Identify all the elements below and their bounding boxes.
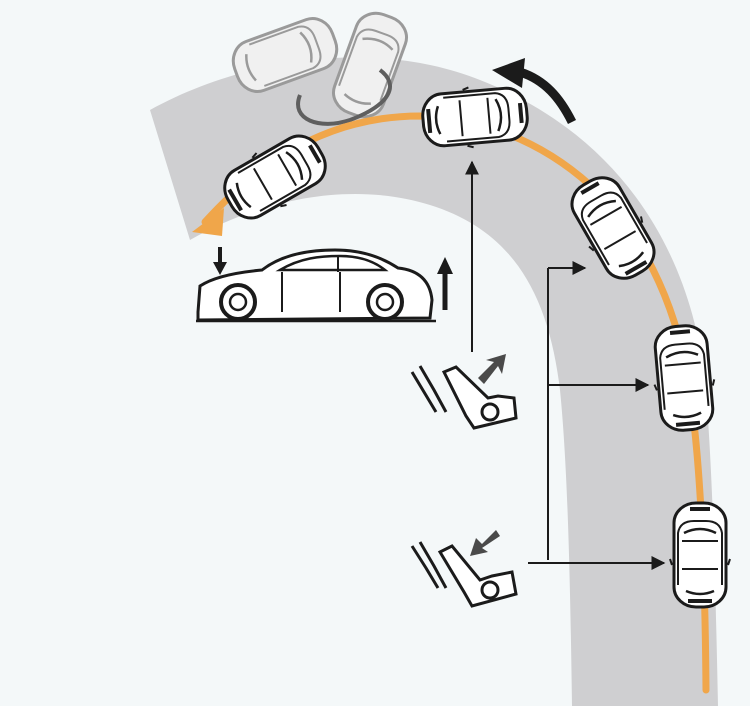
- pitch-up-arrow-icon: [437, 257, 453, 310]
- brake-pedal-icon: [410, 530, 518, 608]
- accelerator-pedal-icon: [410, 354, 518, 430]
- road-band: [150, 57, 718, 706]
- connector-lines: [465, 160, 666, 570]
- steering-arrow-icon: [518, 67, 577, 125]
- spin-swirl: [296, 68, 392, 126]
- car-straight: [668, 501, 732, 609]
- side-view-car-icon: [196, 248, 436, 323]
- racing-line-arrowhead: [192, 208, 224, 236]
- pitch-down-arrow-icon: [213, 247, 227, 275]
